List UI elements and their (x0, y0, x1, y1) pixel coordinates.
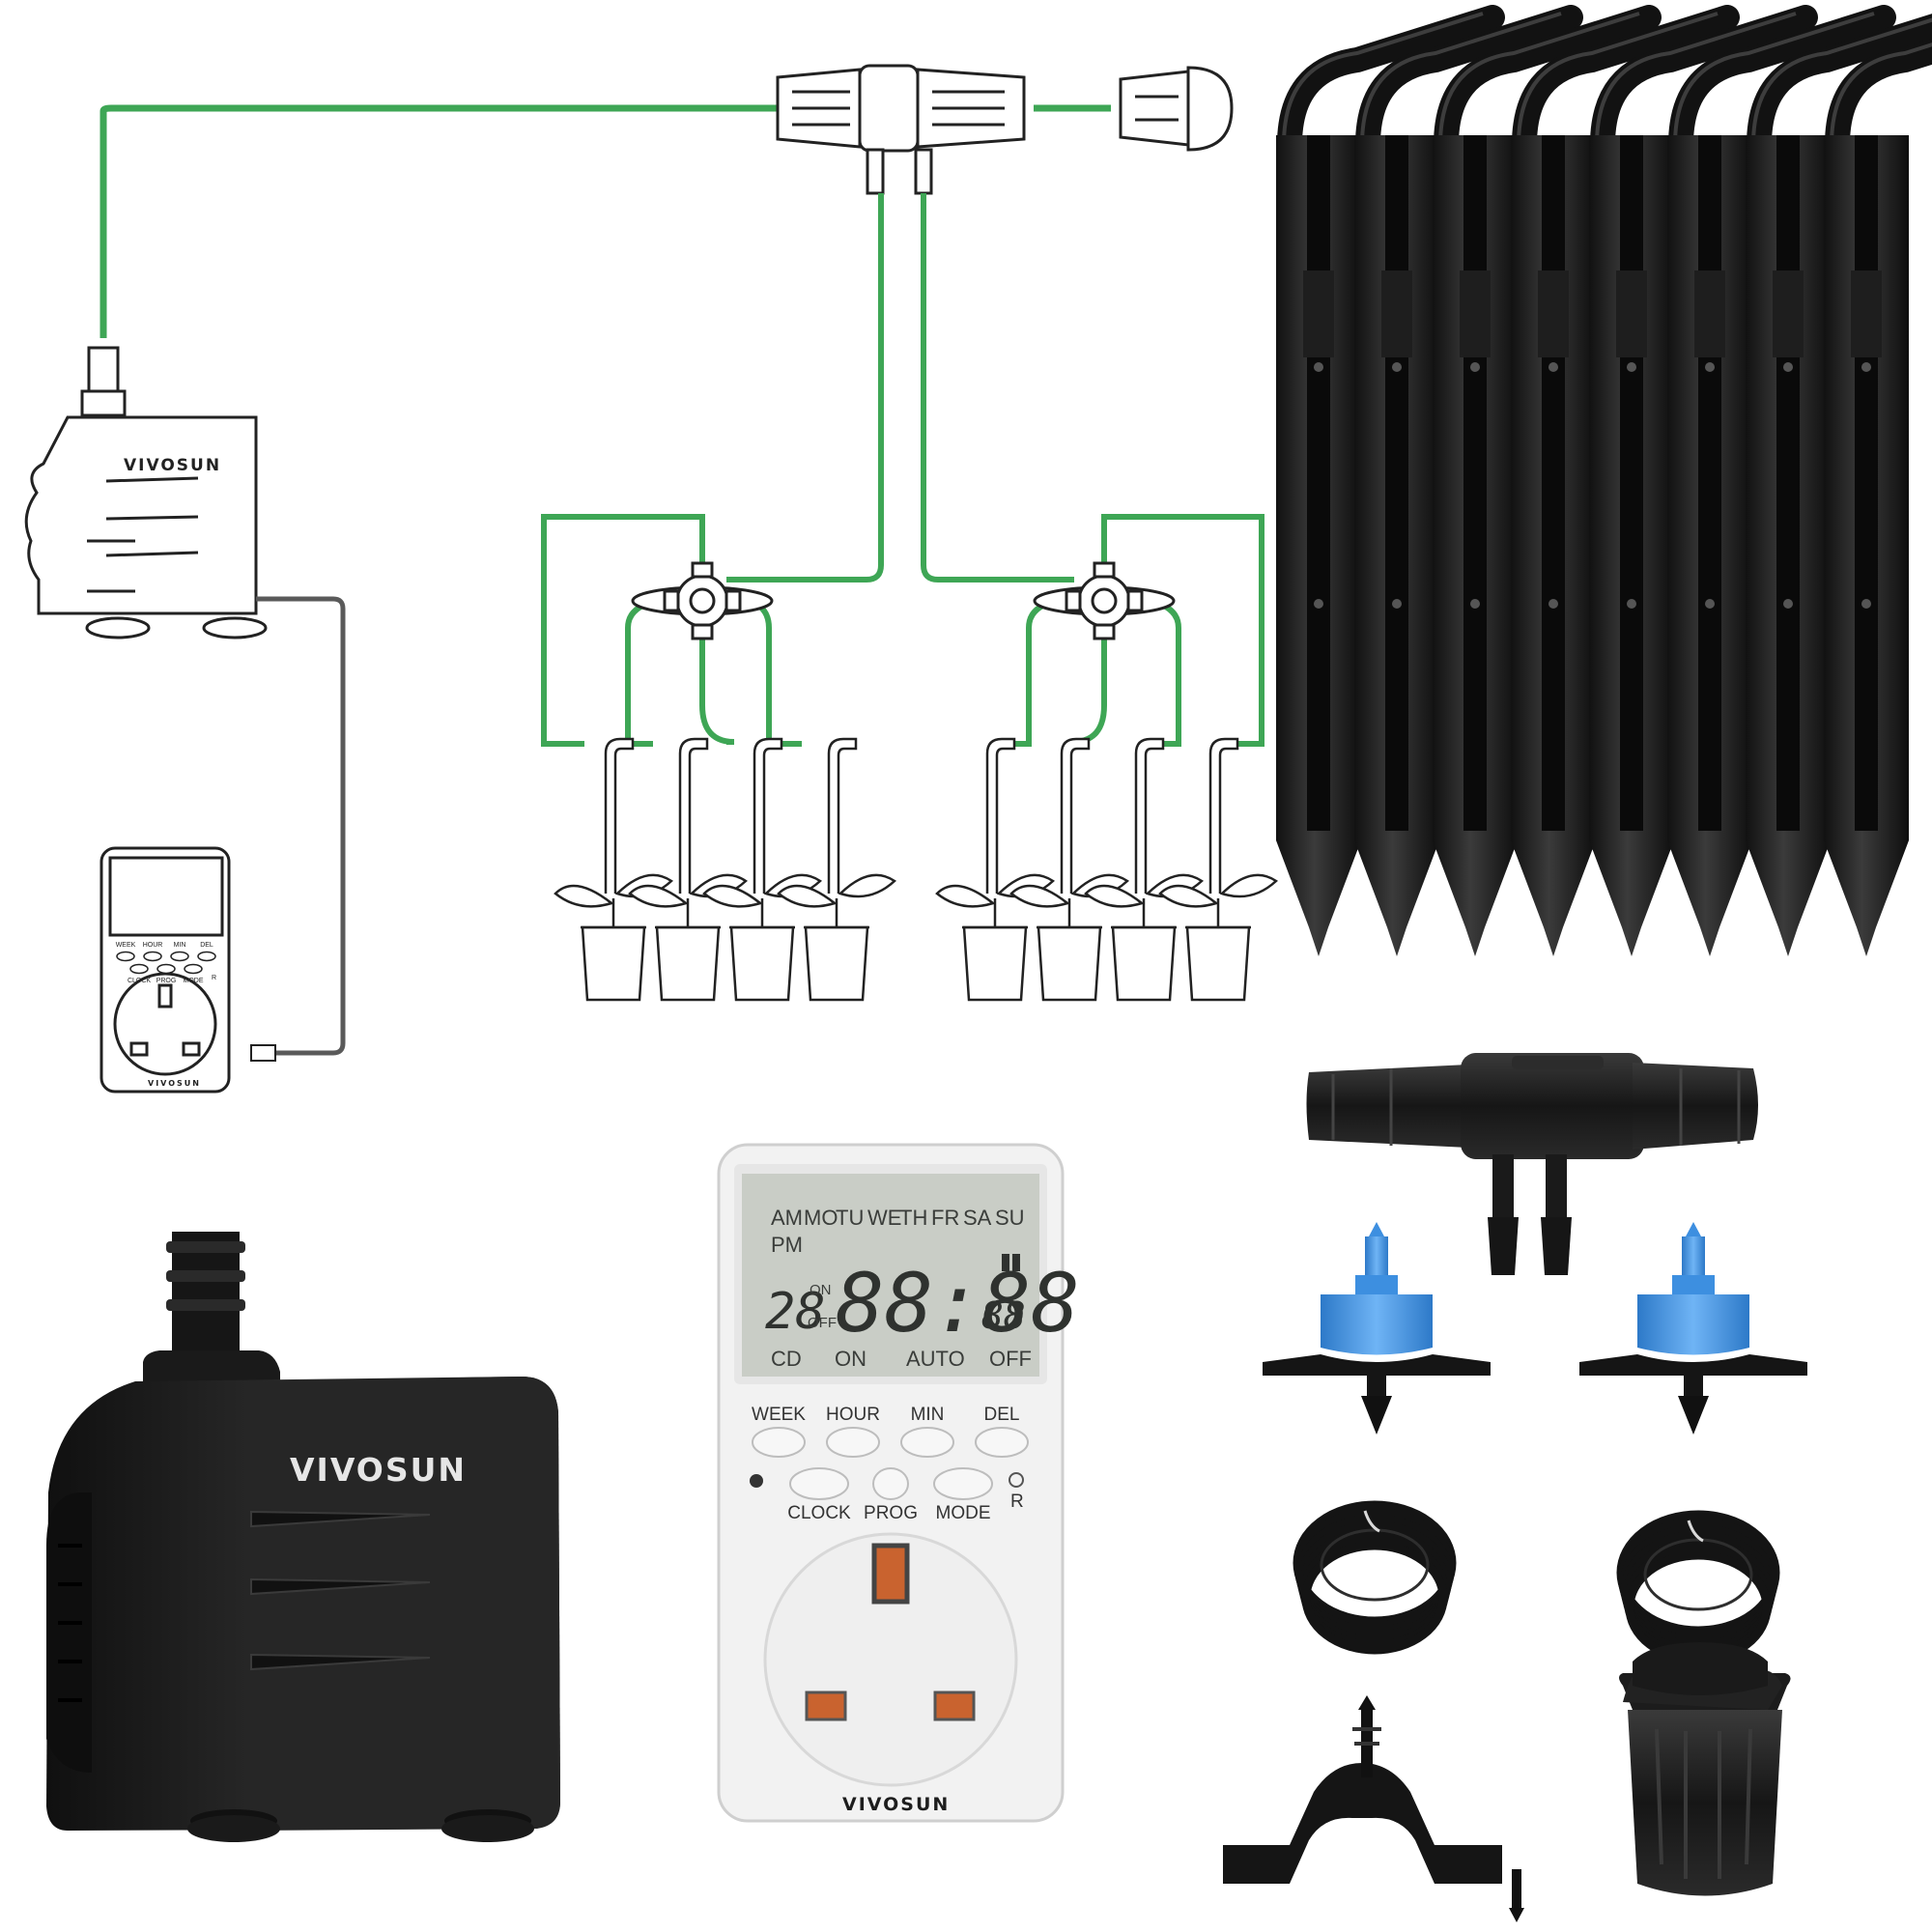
diagram-reset-label: R (212, 975, 216, 981)
diagram-button-label: WEEK (116, 942, 136, 949)
plant-pot-6 (1009, 737, 1130, 1002)
lcd-auto: AUTO (906, 1347, 965, 1371)
lcd-status-on: ON (835, 1347, 867, 1371)
plant-pot-1 (554, 737, 674, 1002)
timer-button-hour[interactable]: HOUR (826, 1405, 880, 1458)
timer-button-min[interactable]: MIN (900, 1405, 954, 1458)
drippers (1263, 1222, 1807, 1435)
end-plug-diagram (1119, 66, 1234, 152)
drip-stake-8 (1824, 38, 1932, 956)
tubing-holder-stake (1223, 1695, 1524, 1922)
timer-bottom-buttons: CLOCK PROG MODE (787, 1467, 993, 1523)
diagram-button (197, 951, 216, 962)
diagram-button-label: PROG (156, 978, 177, 984)
timer-button-clock[interactable]: CLOCK (787, 1467, 851, 1523)
drip-stake-7 (1746, 14, 1932, 956)
tubing-coils (1293, 1500, 1780, 1664)
uk-socket (763, 1532, 1018, 1787)
diagram-button (156, 963, 176, 975)
plant-pot-3 (702, 737, 823, 1002)
plant-pot-7 (1084, 737, 1205, 1002)
dripper-1 (1263, 1222, 1491, 1435)
drip-stake-1 (1276, 5, 1505, 956)
tubing-coil-1 (1293, 1500, 1457, 1655)
timer-button-label: MIN (911, 1405, 945, 1425)
timer-brand-label: VIVOSUN (842, 1794, 950, 1815)
tee-connector-diagram (776, 64, 1026, 195)
lcd-am: AM (771, 1206, 803, 1230)
plant-pots-diagram (554, 737, 1279, 1002)
diagram-button-label: HOUR (143, 942, 163, 949)
pump-diagram (24, 346, 268, 639)
end-plug (1619, 1642, 1791, 1896)
diagram-button (170, 951, 189, 962)
timer-button-label: PROG (864, 1503, 918, 1523)
lcd-on-small: ON (810, 1282, 832, 1298)
lcd-day-su: SU (995, 1206, 1025, 1230)
main-tube (99, 104, 778, 338)
drip-stakes (1276, 5, 1932, 956)
timer-button-label: CLOCK (787, 1503, 851, 1523)
setup-diagram: VIVOSUN WEEK HOUR MIN DEL CLOCK PROG MODE R VIV… (24, 64, 1279, 1094)
lcd-program-number: 28 (765, 1283, 826, 1341)
timer-button-mode[interactable]: MODE (933, 1467, 993, 1523)
pump-diagram-brand: VIVOSUN (124, 456, 221, 475)
plant-pot-8 (1158, 737, 1279, 1002)
reset-label: R (1010, 1492, 1024, 1512)
diagram-button (184, 963, 203, 975)
tubing-coil-2 (1616, 1510, 1780, 1664)
timer-button-label: WEEK (752, 1405, 806, 1425)
plant-pot-4 (777, 737, 897, 1002)
pump-brand-label: VIVOSUN (290, 1451, 467, 1489)
timer-button-label: DEL (984, 1405, 1020, 1425)
tee-connector (1306, 1053, 1758, 1275)
timer-button-label: MODE (936, 1503, 991, 1523)
indicator-led (750, 1474, 763, 1488)
lcd-day-mo: MO (804, 1206, 838, 1230)
timer-button-week[interactable]: WEEK (752, 1405, 806, 1458)
lcd-day-th: TH (899, 1206, 927, 1230)
lcd-cd: CD (771, 1347, 802, 1371)
drip-stake-6 (1667, 5, 1896, 956)
manifold-left (631, 561, 774, 640)
diagram-button (129, 963, 149, 975)
lcd-pm: PM (771, 1233, 803, 1257)
lcd-status-off: OFF (989, 1347, 1032, 1371)
lcd-off-small: OFF (808, 1315, 837, 1331)
lcd-seconds: 88 (981, 1294, 1026, 1337)
manifold-right (1033, 561, 1176, 640)
diagram-button-label: MODE (184, 978, 204, 984)
timer-top-buttons: WEEK HOUR MIN DEL (752, 1405, 1029, 1458)
drip-stake-5 (1589, 5, 1818, 956)
dripper-2 (1579, 1222, 1807, 1435)
diagram-button (143, 951, 162, 962)
drip-stake-2 (1354, 5, 1583, 956)
timer-diagram-buttons: WEEK HOUR MIN DEL CLOCK PROG MODE R (116, 942, 216, 984)
power-cord (256, 596, 346, 1056)
lcd-time: 88:88 (836, 1256, 1080, 1350)
diagram-button-label: DEL (200, 942, 213, 949)
timer-button-del[interactable]: DEL (975, 1405, 1029, 1458)
submersible-pump (46, 1232, 560, 1842)
diagram-button (116, 951, 135, 962)
diagram-button-label: CLOCK (128, 978, 151, 984)
reset-button[interactable] (1009, 1472, 1024, 1488)
timer-diagram-brand: VIVOSUN (148, 1079, 201, 1088)
diagram-button-label: MIN (174, 942, 186, 949)
drip-stake-4 (1511, 5, 1740, 956)
timer-button-prog[interactable]: PROG (864, 1467, 918, 1523)
drip-stake-3 (1433, 5, 1662, 956)
lcd-day-sa: SA (963, 1206, 992, 1230)
lcd-day-tu: TU (836, 1206, 864, 1230)
timer-button-label: HOUR (826, 1405, 880, 1425)
plant-pot-5 (935, 737, 1056, 1002)
lcd-day-we: WE (867, 1206, 901, 1230)
plant-pot-2 (628, 737, 749, 1002)
lcd-day-fr: FR (931, 1206, 959, 1230)
